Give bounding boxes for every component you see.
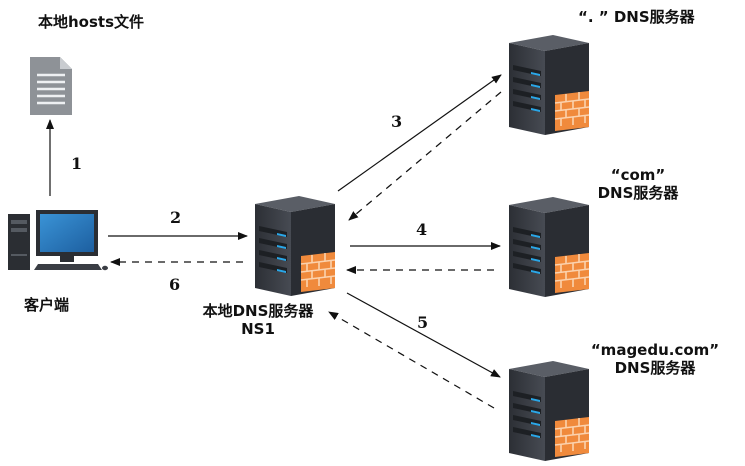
document-icon — [30, 57, 72, 115]
local-dns-server-icon — [254, 195, 336, 297]
root-dns-server-icon — [508, 34, 590, 136]
arrow-5-return — [328, 311, 495, 409]
local-dns-label-line1: 本地DNS服务器 — [202, 302, 314, 320]
local-dns-label-line2: NS1 — [241, 320, 275, 338]
root-dns-label: “. ” DNS服务器 — [578, 8, 695, 26]
arrow-5 — [346, 292, 501, 378]
step-1-label: 1 — [71, 154, 83, 173]
com-dns-label-line1: “com” — [610, 166, 666, 184]
hosts-file-label: 本地hosts文件 — [38, 13, 145, 31]
local-dns-label: 本地DNS服务器 NS1 — [198, 302, 318, 338]
magedu-dns-server-icon — [508, 360, 590, 462]
desktop-computer-icon — [8, 210, 108, 271]
com-dns-label-line2: DNS服务器 — [597, 184, 679, 202]
com-dns-label: “com” DNS服务器 — [588, 166, 688, 202]
magedu-dns-label-line1: “magedu.com” — [590, 341, 720, 359]
step-2-label: 2 — [170, 208, 182, 227]
arrow-3 — [337, 74, 502, 192]
magedu-dns-label: “magedu.com” DNS服务器 — [590, 341, 720, 377]
com-dns-server-icon — [508, 196, 590, 298]
step-5-label: 5 — [417, 313, 429, 332]
step-3-label: 3 — [391, 112, 403, 131]
step-4-label: 4 — [416, 220, 428, 239]
magedu-dns-label-line2: DNS服务器 — [614, 359, 696, 377]
arrow-3-return — [348, 91, 502, 221]
step-6-label: 6 — [169, 275, 181, 294]
client-label: 客户端 — [24, 296, 70, 314]
